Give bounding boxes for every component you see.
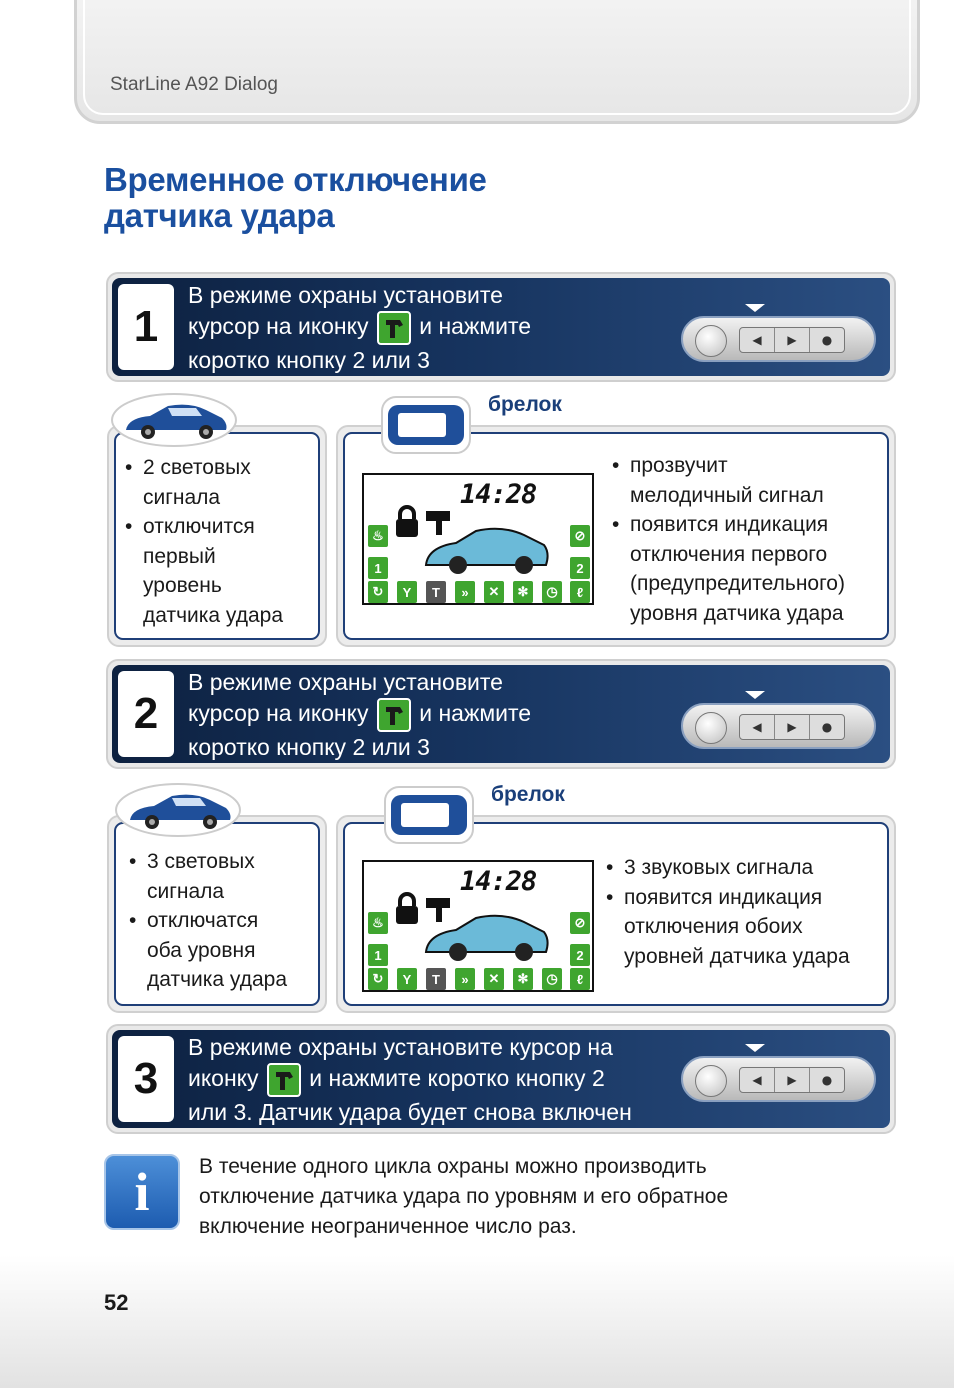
step-text: В режиме охраны установите курсор на ико… — [188, 669, 532, 760]
right-arrow-icon: ▶ — [775, 715, 810, 739]
list-item: 3 звуковых сигнала — [606, 853, 850, 883]
thermometer-icon: ℓ — [570, 968, 590, 990]
clock-icon: ◷ — [542, 581, 562, 603]
fan-icon: ✻ — [513, 968, 533, 990]
page-number: 52 — [104, 1290, 129, 1315]
round-button — [695, 325, 727, 357]
header-title: StarLine A92 Dialog — [110, 74, 278, 95]
fan-icon: ✻ — [513, 581, 533, 603]
lcd-icon: » — [455, 968, 475, 990]
info-note: В течение одного цикла охраны можно прои… — [199, 1155, 729, 1238]
page-title: Временное отключение датчика удара — [104, 161, 487, 234]
lcd-icon: ↻ — [368, 968, 388, 990]
dot-icon: ● — [821, 720, 833, 734]
fob-panel: 14:28 ♨ 1 ⊘ 2 ↻ Y T » ✕ ✻ ◷ ℓ 3 звуковых… — [336, 815, 896, 1013]
hammer-icon — [376, 310, 411, 345]
remote-key: ◀ ▶ ● — [681, 304, 876, 362]
dot-icon: ● — [821, 1073, 833, 1087]
key-fob-icon — [384, 786, 474, 844]
right-arrow-icon: ▶ — [775, 1068, 810, 1092]
lcd-screen: 14:28 ♨ 1 ⊘ 2 ↻ Y T » ✕ ✻ ◷ ℓ — [362, 473, 594, 605]
lcd-car-icon — [396, 505, 549, 574]
header-box — [74, 0, 920, 124]
step-number: 3 — [118, 1036, 174, 1122]
remote-key: ◀ ▶ ● — [681, 691, 876, 749]
round-button — [695, 1065, 727, 1097]
lcd-level-2: 2 — [570, 944, 590, 966]
wrench-icon: Y — [397, 968, 417, 990]
fob-label: брелок — [491, 783, 565, 806]
car-icon — [111, 393, 237, 447]
info-icon: i — [104, 1154, 180, 1230]
lcd-icon: ⊘ — [570, 525, 590, 547]
lcd-car-icon — [396, 892, 549, 961]
lcd-icon: ⊘ — [570, 912, 590, 934]
lcd-level-1: 1 — [368, 557, 388, 579]
remote-key: ◀ ▶ ● — [681, 1044, 876, 1102]
hammer-icon: T — [426, 581, 446, 603]
step-3-banner: 3 В режиме охраны установите курсор на и… — [106, 1024, 896, 1134]
lcd-icon: ♨ — [368, 525, 388, 547]
hammer-icon — [266, 1062, 301, 1097]
hammer-icon — [376, 697, 411, 732]
thermometer-icon: ℓ — [570, 581, 590, 603]
dot-icon: ● — [821, 333, 833, 347]
round-button — [695, 712, 727, 744]
fob-panel: 14:28 ♨ 1 ⊘ 2 ↻ Y T » ✕ ✻ ◷ ℓ прозвучитм… — [336, 425, 896, 647]
hammer-icon: T — [426, 968, 446, 990]
right-arrow-icon: ▶ — [775, 328, 810, 352]
left-arrow-icon: ◀ — [740, 715, 775, 739]
lcd-screen: 14:28 ♨ 1 ⊘ 2 ↻ Y T » ✕ ✻ ◷ ℓ — [362, 860, 594, 992]
footer-band — [0, 1255, 954, 1388]
left-arrow-icon: ◀ — [740, 328, 775, 352]
step-2-banner: 2 В режиме охраны установите курсор на и… — [106, 659, 896, 769]
lcd-icon: ↻ — [368, 581, 388, 603]
fob-reaction-list: 3 звуковых сигнала появится индикацияотк… — [606, 853, 850, 971]
fob-label: брелок — [488, 393, 562, 416]
step-number: 2 — [118, 671, 174, 757]
wrench-icon: Y — [397, 581, 417, 603]
lcd-time: 14:28 — [460, 866, 537, 897]
lcd-icon: » — [455, 581, 475, 603]
step-text: В режиме охраны установите курсор на ико… — [188, 282, 532, 373]
key-fob-icon — [381, 396, 471, 454]
step-text: В режиме охраны установите курсор на ико… — [188, 1034, 632, 1125]
lcd-icon: ♨ — [368, 912, 388, 934]
lcd-icon: ✕ — [484, 581, 504, 603]
lcd-icon: ✕ — [484, 968, 504, 990]
lcd-level-2: 2 — [570, 557, 590, 579]
lcd-time: 14:28 — [460, 479, 537, 510]
left-arrow-icon: ◀ — [740, 1068, 775, 1092]
car-icon — [115, 783, 241, 837]
clock-icon: ◷ — [542, 968, 562, 990]
lcd-level-1: 1 — [368, 944, 388, 966]
step-number: 1 — [118, 284, 174, 370]
step-1-banner: 1 В режиме охраны установите курсор на и… — [106, 272, 896, 382]
